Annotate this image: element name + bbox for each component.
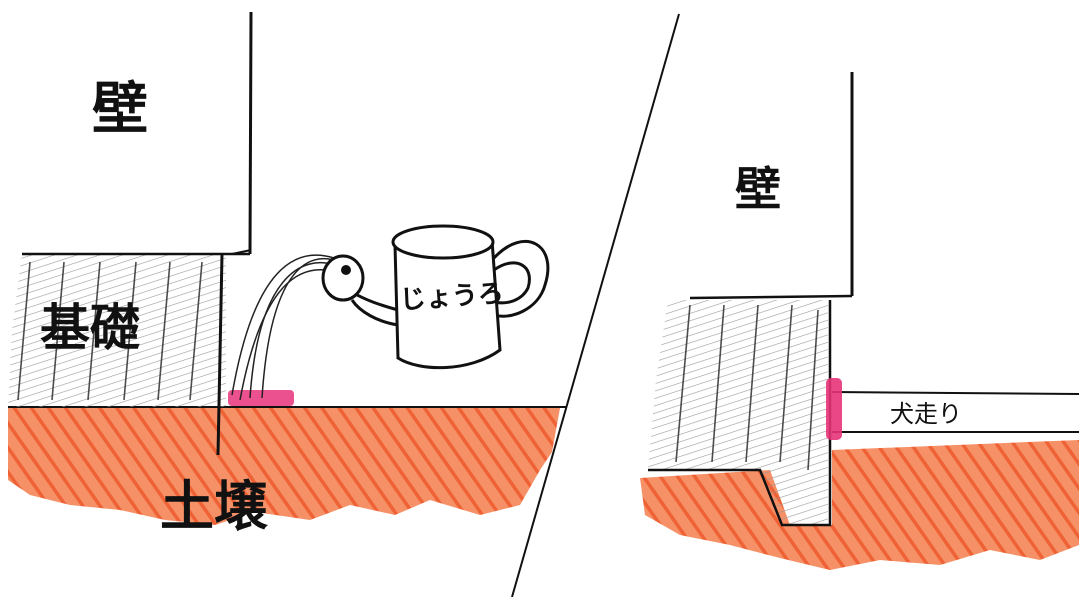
left-soil [8, 408, 560, 525]
right-panel: 壁 犬走り [640, 72, 1079, 570]
inuhashiri-label: 犬走り [890, 400, 962, 428]
soil-label: 土壌 [160, 475, 269, 538]
right-wall-label: 壁 [735, 162, 781, 216]
left-wall-label: 壁 [92, 77, 148, 142]
left-wall [232, 12, 251, 254]
right-highlight-mark [826, 378, 842, 440]
left-highlight-mark [228, 390, 294, 406]
left-panel: 壁 基礎 土壌 じょうろ [8, 12, 566, 538]
foundation-label: 基礎 [40, 299, 140, 357]
